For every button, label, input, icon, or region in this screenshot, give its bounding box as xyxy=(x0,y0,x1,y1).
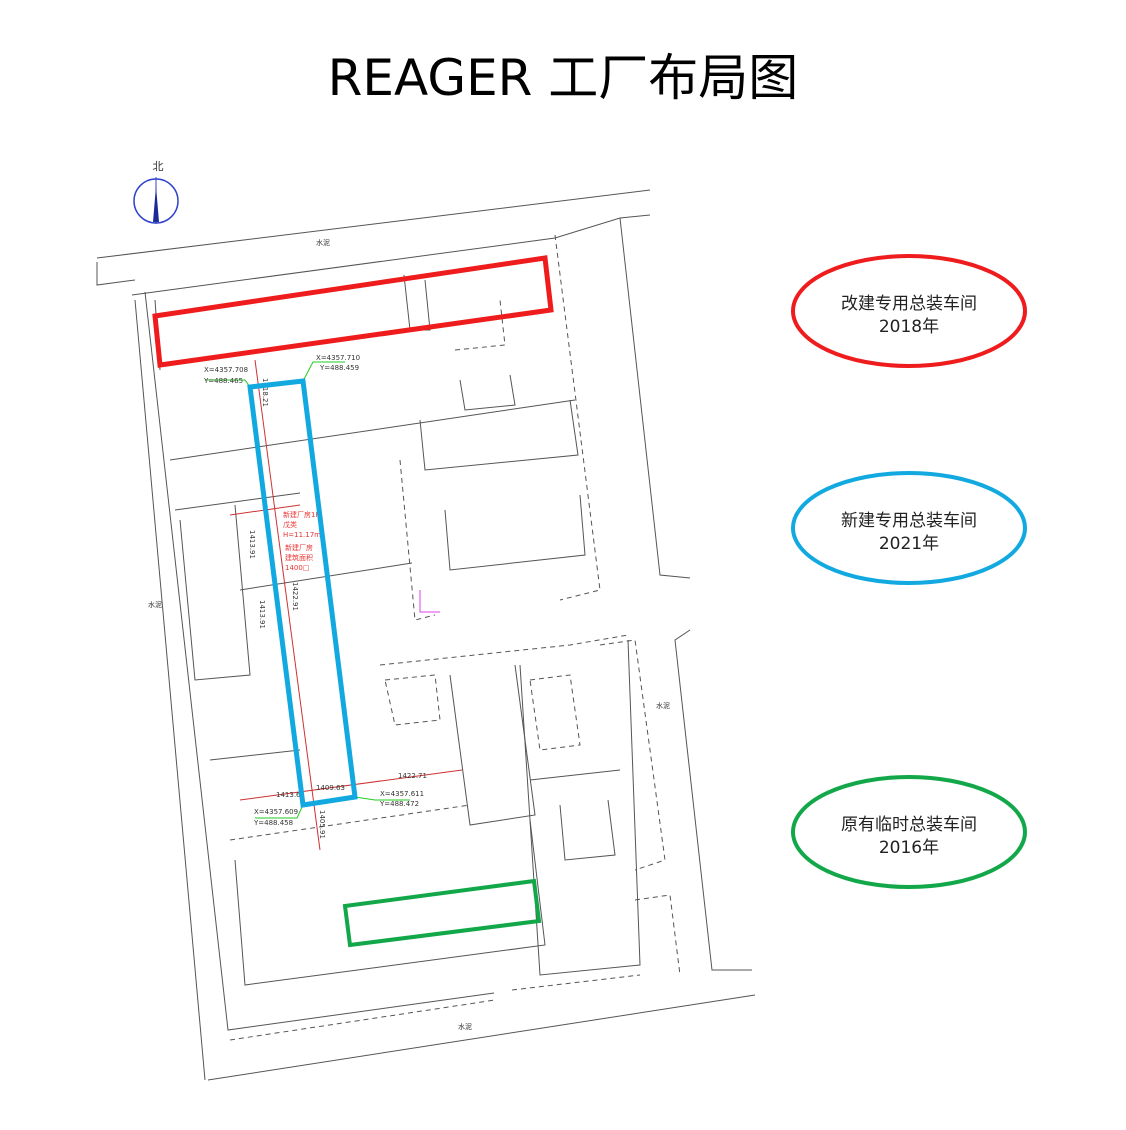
dim-label: 1418.21 xyxy=(261,378,269,407)
coord-label: Y=488.459 xyxy=(319,364,359,372)
coord-label: Y=488.458 xyxy=(253,819,293,827)
building-note: 建筑面积 xyxy=(285,553,313,562)
building-note: 1400□ xyxy=(285,564,309,572)
building-note: 新建厂房1F xyxy=(283,510,319,519)
north-compass-icon: 北 xyxy=(133,160,179,224)
road-label: 水泥 xyxy=(656,701,670,710)
renovated-workshop-outline xyxy=(152,255,554,368)
legend-year: 2018年 xyxy=(879,317,939,337)
page-title: REAGER 工厂布局图 xyxy=(327,49,799,107)
coord-label: X=4357.708 xyxy=(204,366,248,374)
dim-label: 1422.91 xyxy=(291,582,299,611)
legend-year: 2016年 xyxy=(879,838,939,858)
dim-label: 1422.71 xyxy=(398,772,427,780)
legend-item-renovated: 改建专用总装车间 2018年 xyxy=(791,254,1027,368)
coord-label: X=4357.609 xyxy=(254,808,298,816)
dim-label: 1413.91 xyxy=(248,530,256,559)
temporary-workshop-outline xyxy=(342,878,542,948)
road-label: 水泥 xyxy=(458,1022,472,1031)
coord-label: X=4357.611 xyxy=(380,790,424,798)
new-workshop-outline xyxy=(247,378,358,808)
coord-label: Y=488.472 xyxy=(379,800,419,808)
road-label: 水泥 xyxy=(148,600,162,609)
dim-label: 1405.91 xyxy=(318,810,326,839)
site-lines xyxy=(96,189,756,1081)
legend-item-new: 新建专用总装车间 2021年 xyxy=(791,471,1027,585)
legend-year: 2021年 xyxy=(879,534,939,554)
legend-name: 原有临时总装车间 xyxy=(841,815,977,835)
dim-label: 1409.63 xyxy=(316,784,345,792)
dim-label: 1413.91 xyxy=(258,600,266,629)
dim-label: 1413.61 xyxy=(276,791,305,799)
coord-label: X=4357.710 xyxy=(316,354,360,362)
building-note: H=11.17m xyxy=(283,531,321,539)
coord-label: Y=488.465 xyxy=(203,377,243,385)
legend-name: 新建专用总装车间 xyxy=(841,511,977,531)
legend-name: 改建专用总装车间 xyxy=(841,294,977,314)
building-note: 新建厂房 xyxy=(285,543,313,552)
road-label: 水泥 xyxy=(316,238,330,247)
legend-item-temporary: 原有临时总装车间 2016年 xyxy=(791,775,1027,889)
compass-label: 北 xyxy=(153,160,164,173)
building-note: 戊类 xyxy=(283,520,297,529)
